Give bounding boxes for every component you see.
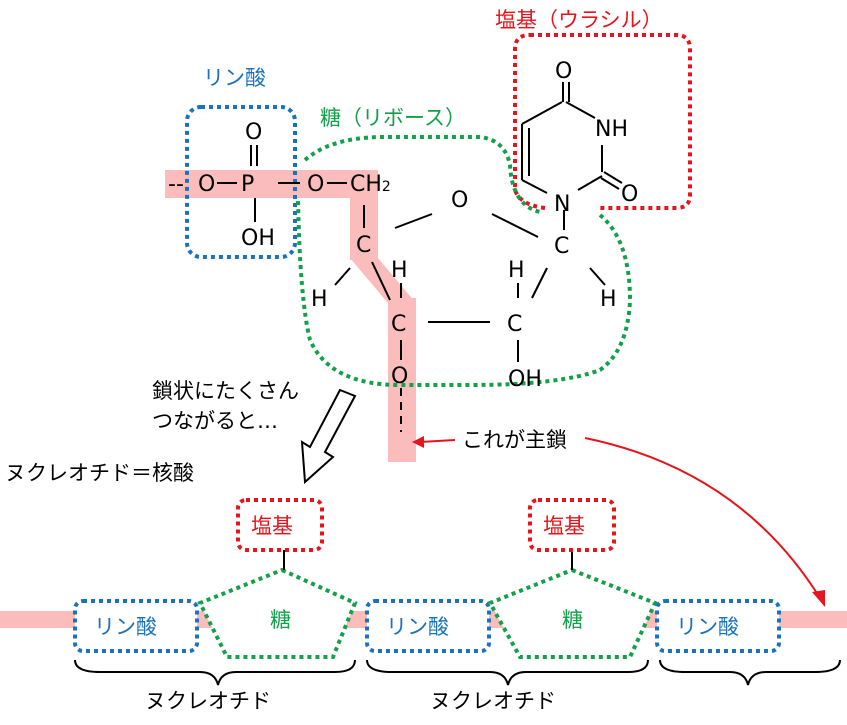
- phosphate-box-1: [73, 599, 199, 653]
- bond: [371, 261, 391, 301]
- atom-o-c4: O: [555, 59, 572, 84]
- bond: [334, 267, 351, 286]
- arrow-head-down: [812, 590, 825, 607]
- atom-c1: C: [554, 234, 569, 259]
- phosphate-text-2: リン酸: [386, 615, 449, 639]
- sugar-group-outline: [296, 135, 633, 387]
- sugar-ribose-label: 糖（リボース）: [320, 106, 466, 130]
- atom-c4: C: [356, 233, 371, 258]
- chain-note-line1: 鎖状にたくさん: [152, 379, 299, 403]
- atom-p: P: [241, 172, 254, 197]
- atom-o-left: O: [198, 172, 215, 197]
- bond: [491, 213, 539, 238]
- atom-o-top: O: [245, 120, 262, 145]
- bond: [600, 177, 620, 190]
- arrow-to-backbone: [419, 439, 456, 443]
- atom-o-3prime: O: [391, 364, 408, 389]
- base-box-2: [528, 498, 616, 552]
- phosphate-box-2: [365, 599, 491, 653]
- nucleotide-label-2: ヌクレオチド: [430, 689, 556, 713]
- atom-h-c3: H: [391, 258, 408, 283]
- bond: [565, 101, 596, 119]
- atom-n1: N: [554, 192, 570, 217]
- backbone-highlight-diagonal: [350, 258, 415, 302]
- bond: [531, 267, 548, 299]
- bond: [521, 101, 563, 125]
- atom-h-c1: H: [600, 287, 617, 312]
- atom-c3: C: [391, 312, 406, 337]
- bond: [577, 175, 603, 191]
- chain-note-line2: つながると…: [152, 409, 278, 433]
- atom-o-c2: O: [621, 182, 638, 207]
- atom-ch2: CH2: [350, 172, 391, 197]
- atom-c2: C: [507, 312, 522, 337]
- nucleotide-brace-2: [366, 659, 649, 686]
- base-box-1: [236, 498, 324, 552]
- dashes-left: --: [168, 172, 184, 197]
- nucleotide-brace-1: [74, 659, 356, 686]
- base-text-2: 塩基: [543, 514, 585, 538]
- atom-h-c4: H: [311, 287, 328, 312]
- phosphate-box-3: [655, 599, 781, 653]
- bond: [589, 267, 606, 286]
- base-uracil-label: 塩基（ウラシル）: [495, 8, 663, 32]
- nucleotide-brace-3: [659, 659, 841, 686]
- nucleotide-label-1: ヌクレオチド: [145, 689, 271, 713]
- atom-o-ester: O: [307, 172, 324, 197]
- sugar-text-2: 糖: [562, 608, 583, 632]
- bond: [521, 179, 548, 194]
- atom-oh-phosphate: OH: [241, 226, 275, 251]
- phosphate-label: リン酸: [203, 66, 266, 90]
- chain-highlight-right: [775, 611, 847, 628]
- nucleic-acid-label: ヌクレオチド＝核酸: [5, 461, 194, 485]
- chain-highlight-left: [0, 611, 80, 628]
- sugar-pentagon-2: [487, 567, 658, 659]
- base-group-outline: [513, 33, 692, 210]
- atom-oh-c2: OH: [508, 367, 542, 392]
- base-text-1: 塩基: [251, 514, 293, 538]
- arrow-head-left: [412, 436, 424, 448]
- atom-h-c2: H: [508, 258, 525, 283]
- bond: [603, 171, 623, 184]
- main-chain-label: これが主鎖: [462, 428, 567, 452]
- sugar-text-1: 糖: [270, 608, 291, 632]
- bond: [394, 213, 433, 229]
- atom-nh: NH: [595, 117, 628, 142]
- phosphate-text-1: リン酸: [94, 615, 157, 639]
- atom-o-ring: O: [451, 188, 468, 213]
- backbone-highlight-vertical-2: [388, 298, 416, 462]
- curved-arrow-to-chain: [584, 437, 821, 599]
- sugar-pentagon-1: [197, 567, 358, 659]
- phosphate-text-3: リン酸: [676, 615, 739, 639]
- down-arrow-icon: [300, 388, 357, 485]
